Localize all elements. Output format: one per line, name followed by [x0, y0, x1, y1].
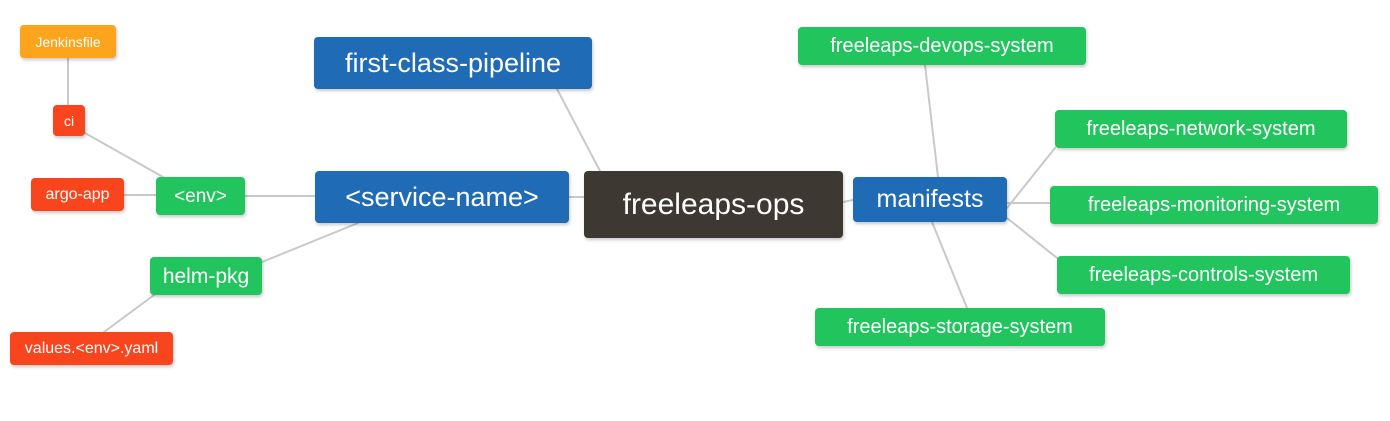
- edge-ci-to-env: [84, 132, 164, 178]
- node-network[interactable]: freeleaps-network-system: [1055, 110, 1347, 148]
- node-controls[interactable]: freeleaps-controls-system: [1057, 256, 1350, 294]
- node-jenkins[interactable]: Jenkinsfile: [20, 25, 116, 58]
- node-ci[interactable]: ci: [53, 105, 85, 136]
- edge-root-to-manifests: [842, 199, 854, 203]
- node-pipeline[interactable]: first-class-pipeline: [314, 37, 592, 89]
- edge-values-to-helm: [103, 294, 155, 333]
- node-helm[interactable]: helm-pkg: [150, 257, 262, 295]
- edge-manifests-to-devops: [924, 64, 939, 178]
- edge-helm-to-service: [261, 222, 359, 263]
- node-root[interactable]: freeleaps-ops: [584, 171, 843, 238]
- edge-manifests-to-network: [1006, 147, 1056, 209]
- node-service[interactable]: <service-name>: [315, 171, 569, 223]
- node-manifests[interactable]: manifests: [853, 177, 1007, 222]
- edge-manifests-to-controls: [1006, 217, 1058, 259]
- node-devops[interactable]: freeleaps-devops-system: [798, 27, 1086, 65]
- node-values[interactable]: values.<env>.yaml: [10, 332, 173, 365]
- node-argo[interactable]: argo-app: [31, 178, 124, 211]
- edge-pipeline-to-root: [556, 88, 601, 172]
- node-monitoring[interactable]: freeleaps-monitoring-system: [1050, 186, 1378, 224]
- node-env[interactable]: <env>: [156, 177, 245, 215]
- edge-manifests-to-storage: [931, 221, 968, 309]
- node-storage[interactable]: freeleaps-storage-system: [815, 308, 1105, 346]
